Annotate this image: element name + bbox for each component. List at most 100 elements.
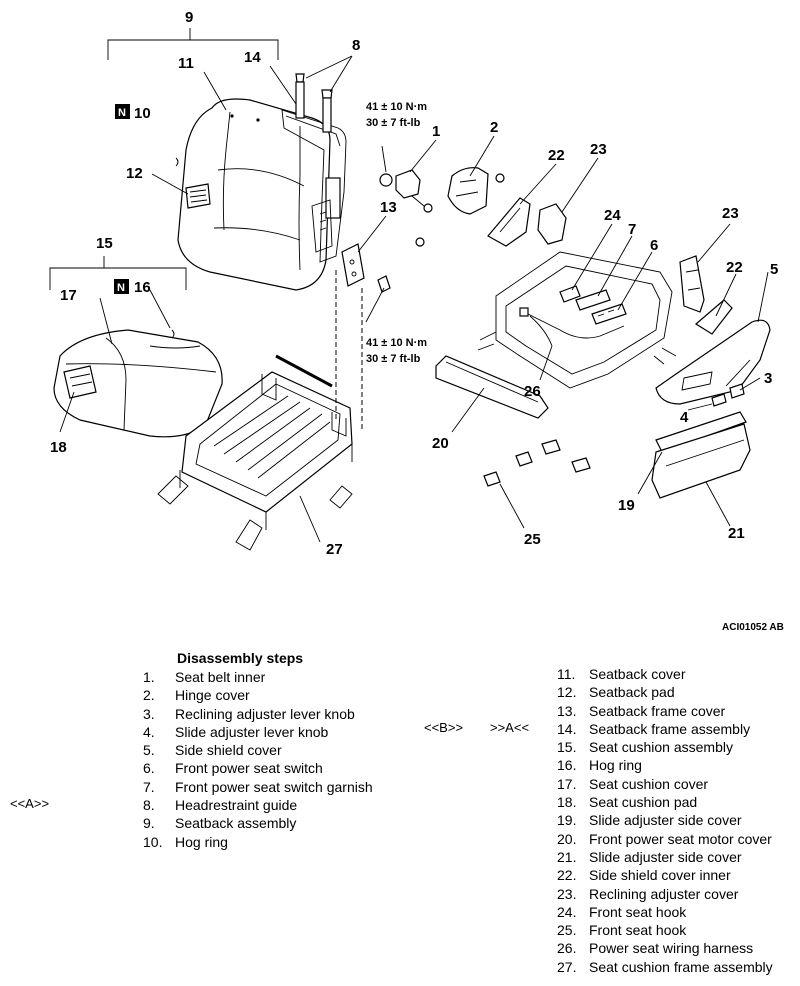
reclining-adjuster-lever-knob <box>729 383 745 399</box>
front-power-seat-switch-garnish <box>575 289 611 311</box>
slide-adjuster-lever-knob <box>711 393 727 407</box>
step-label: Slide adjuster side cover <box>589 812 742 829</box>
callout-18: 18 <box>50 439 67 456</box>
torque-upper-ftlb: 30 ± 7 ft-lb <box>366 117 421 129</box>
side-shield-cover-inner-right <box>694 299 733 335</box>
step-number: 4. <box>143 723 155 740</box>
step-number: 2. <box>143 687 155 704</box>
seatback-frame-cover <box>341 243 391 293</box>
callout-21: 21 <box>728 525 745 542</box>
step-number: 24. <box>557 903 577 920</box>
step-row: 5.Side shield cover <box>143 741 373 759</box>
callout-9: 9 <box>185 9 193 26</box>
side-shield-cover <box>655 319 771 405</box>
step-row: 12. Seatback pad <box>557 683 773 701</box>
callout-6: 6 <box>650 237 658 254</box>
step-label: Side shield cover inner <box>589 867 731 884</box>
step-label: Front power seat switch garnish <box>175 778 373 795</box>
callout-27: 27 <box>326 541 343 558</box>
callout-13: 13 <box>380 199 397 216</box>
svg-text:N: N <box>118 107 126 119</box>
step-row: 15. Seat cushion assembly <box>557 738 773 756</box>
callout-17: 17 <box>60 287 77 304</box>
marker-step13-b: <<B>> <box>424 720 464 735</box>
step-number: 19. <box>557 812 577 829</box>
step-label: Front power seat switch <box>175 760 323 777</box>
seat-cushion-pad <box>63 365 97 399</box>
step-label: Seatback assembly <box>175 815 297 832</box>
callout-20: 20 <box>432 435 449 452</box>
svg-text:N: N <box>117 282 125 294</box>
step-row: 22. Side shield cover inner <box>557 866 773 884</box>
step-row: 24. Front seat hook <box>557 903 773 921</box>
torque-upper-nm: 41 ± 10 N·m <box>366 101 427 113</box>
callout-16: 16 <box>134 279 151 296</box>
callout-7: 7 <box>628 221 636 238</box>
headrestraint-guides <box>295 55 353 133</box>
front-seat-hook-24 <box>559 285 581 303</box>
step-label: Seatback frame assembly <box>589 720 751 737</box>
step-row: 8.Headrestraint guide <box>143 796 373 814</box>
step-number: 8. <box>143 797 155 814</box>
callout-12: 12 <box>126 165 143 182</box>
callout-23b: 23 <box>722 205 739 222</box>
callout-22b: 22 <box>726 259 743 276</box>
step-row: 23. Reclining adjuster cover <box>557 885 773 903</box>
step-label: Seatback pad <box>589 684 675 701</box>
step-number: 18. <box>557 794 577 811</box>
step-number: 12. <box>557 684 577 701</box>
step-label: Slide adjuster lever knob <box>175 723 329 740</box>
step-number: 11. <box>557 666 576 682</box>
step-number: 17. <box>557 775 577 792</box>
callout-2: 2 <box>490 119 498 136</box>
seat-cushion-frame-assembly <box>157 354 353 551</box>
step-row: 25.Front seat hook <box>557 921 773 939</box>
callout-19: 19 <box>618 497 635 514</box>
reclining-adjuster-cover-right <box>679 255 705 313</box>
seat-frame-right <box>477 251 677 389</box>
marker-step8: <<A>> <box>10 796 50 811</box>
step-row: 6. Front power seat switch <box>143 759 373 777</box>
callout-25: 25 <box>524 531 541 548</box>
front-power-seat-motor-cover <box>435 355 549 419</box>
step-label: Hog ring <box>175 833 228 850</box>
step-label: Reclining adjuster cover <box>589 885 739 902</box>
step-label: Hinge cover <box>175 687 250 704</box>
step-number: 15. <box>557 739 577 756</box>
step-row: 1.Seat belt inner <box>143 668 373 686</box>
callout-24: 24 <box>604 207 621 224</box>
new-part-badge-10: N <box>115 104 130 119</box>
step-number: 3. <box>143 705 155 722</box>
step-row: 4. Slide adjuster lever knob <box>143 723 373 741</box>
step-row: 27.Seat cushion frame assembly <box>557 958 773 976</box>
figure-code: ACI01052 AB <box>722 622 784 633</box>
step-number: 25. <box>557 922 577 939</box>
step-number: 13. <box>557 702 577 719</box>
callout-5: 5 <box>770 261 778 278</box>
front-power-seat-switch <box>591 303 627 325</box>
leader-lines <box>59 65 769 543</box>
step-number: 21. <box>557 848 577 865</box>
callout-23: 23 <box>590 141 607 158</box>
step-label: Seat cushion assembly <box>589 739 733 756</box>
step-label: Front seat hook <box>589 903 687 920</box>
step-label: Seat cushion pad <box>589 794 698 811</box>
step-label: Front power seat motor cover <box>589 830 772 847</box>
hinge-cover <box>447 167 505 215</box>
step-number: 10. <box>143 833 163 850</box>
seatback-assembly-bracket <box>107 28 279 60</box>
step-number: 6. <box>143 760 155 777</box>
steps-heading: Disassembly steps <box>177 650 304 666</box>
seatback-pad <box>185 183 211 209</box>
step-row: 14.Seatback frame assembly <box>557 720 773 738</box>
step-row: 10. Hog ring <box>143 833 373 851</box>
step-number: 9. <box>143 815 155 832</box>
slide-adjuster-side-cover-21 <box>651 423 751 499</box>
seat-cushion-cover <box>53 329 223 438</box>
step-number: 23. <box>557 885 577 902</box>
step-number: 22. <box>557 867 577 884</box>
step-label: Seatback cover <box>589 666 686 682</box>
alignment-lines <box>335 270 363 430</box>
step-number: 16. <box>557 757 577 774</box>
